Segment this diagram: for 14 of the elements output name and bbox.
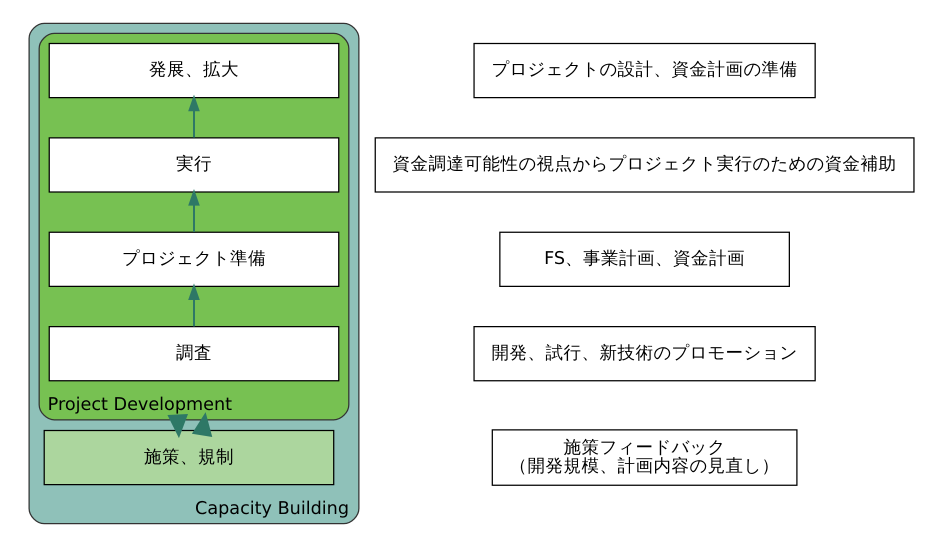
arrow	[166, 414, 188, 438]
node-box: 調査	[48, 326, 339, 382]
node-box: 資金調達可能性の視点からプロジェクト実行のための資金補助	[374, 137, 914, 193]
arrow	[188, 94, 200, 138]
node-box: 施策フィードバック （開発規模、計画内容の見直し）	[491, 429, 798, 486]
node-box: 開発、試行、新技術のプロモーション	[472, 326, 816, 382]
node-box: 実行	[48, 137, 339, 193]
arrow	[188, 188, 200, 232]
node-box: プロジェクト準備	[48, 232, 339, 288]
node-box: 発展、拡大	[48, 42, 339, 98]
arrow	[191, 412, 212, 437]
arrow	[188, 283, 200, 326]
node-box: FS、事業計画、資金計画	[498, 232, 790, 288]
node-box: プロジェクトの設計、資金計画の準備	[472, 42, 816, 98]
